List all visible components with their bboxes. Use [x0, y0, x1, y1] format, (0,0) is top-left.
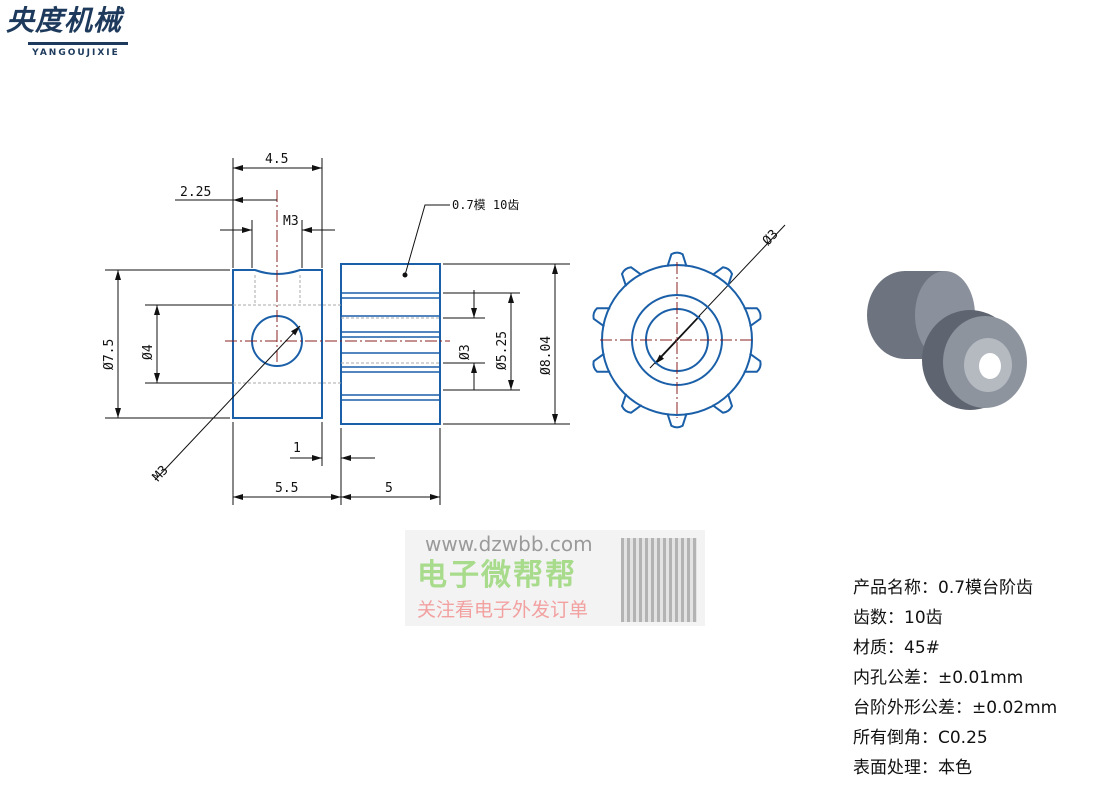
watermark-title: 电子微帮帮 [417, 558, 577, 593]
spec-teeth: 齿数：10齿 [853, 608, 943, 628]
dim-tip-dia: Ø8.04 [539, 336, 554, 375]
watermark: www.dzwbb.com 电子微帮帮 关注看电子外发订单 [405, 530, 705, 626]
dim-front-bore: Ø3 [760, 227, 782, 249]
logo-name-en: YANGOUJIXIE [32, 48, 120, 58]
side-view [225, 190, 450, 425]
qr-code [621, 538, 697, 622]
gear-outline [340, 263, 441, 425]
gear-tooth [711, 266, 734, 287]
watermark-subtitle: 关注看电子外发订单 [417, 599, 589, 621]
gear-tooth [743, 352, 762, 373]
watermark-url: www.dzwbb.com [425, 532, 593, 556]
front-view [592, 251, 762, 429]
gear-tooth [666, 251, 688, 267]
dim-root-dia: Ø5.25 [495, 331, 510, 370]
spec-step-tolerance: 台阶外形公差：±0.02mm [853, 698, 1058, 718]
dim-step: 1 [293, 441, 301, 456]
gear-tooth [743, 307, 762, 328]
dim-hub-length: 5.5 [275, 481, 298, 496]
spec-chamfer: 所有倒角：C0.25 [853, 728, 988, 748]
gear-tooth [666, 413, 688, 429]
spec-surface: 表面处理：本色 [853, 758, 972, 778]
company-logo: 央度机械 YANGOUJIXIE [6, 4, 146, 60]
dim-gear-bore: Ø3 [458, 344, 473, 360]
gear-tooth [592, 352, 611, 373]
gear-3d-render [867, 271, 1027, 410]
logo-divider [28, 42, 128, 45]
gear-spec-note: 0.7模 10齿 [452, 198, 519, 212]
spec-material: 材质：45# [853, 638, 940, 658]
dimension-lines [105, 158, 786, 505]
spec-notes: 产品名称：0.7模台阶齿 齿数：10齿 材质：45# 内孔公差：±0.01mm … [853, 573, 1057, 783]
gear-tooth [620, 266, 643, 287]
dim-hub-dia: Ø7.5 [102, 339, 117, 370]
logo-name-cn: 央度机械 [6, 4, 123, 37]
gear-tooth [620, 393, 643, 414]
dimension-labels: 4.5 2.25 M3 Ø7.5 Ø4 M3 1 5.5 5 Ø3 Ø5.25 … [102, 152, 782, 496]
gear-tooth [592, 307, 611, 328]
dim-gear-length: 5 [385, 481, 393, 496]
gear-tooth [711, 393, 734, 414]
hub-outline [232, 269, 323, 419]
spec-product-name: 产品名称：0.7模台阶齿 [853, 578, 1034, 598]
dim-bore-dia: Ø4 [141, 344, 156, 360]
spec-bore-tolerance: 内孔公差：±0.01mm [853, 668, 1024, 688]
dim-m3-top: M3 [283, 214, 299, 229]
dim-2-25: 2.25 [180, 185, 211, 200]
dim-4-5: 4.5 [265, 152, 288, 167]
